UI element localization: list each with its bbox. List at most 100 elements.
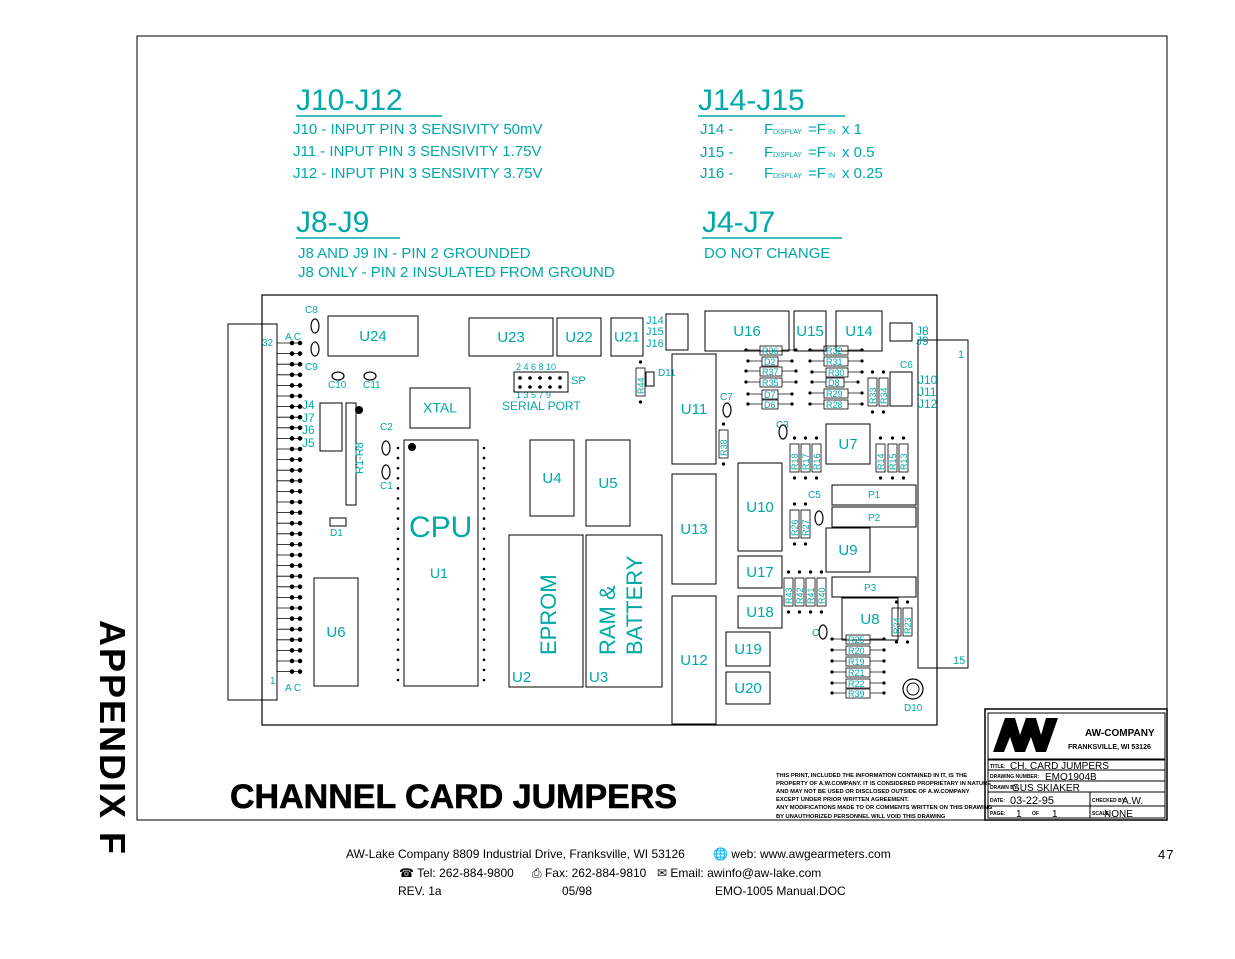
pin-dot [482, 517, 486, 520]
pin-dot [482, 446, 486, 450]
right-conn-pin1-label: 1 [958, 349, 964, 361]
pin-dot [482, 577, 486, 581]
conn-pin [297, 372, 303, 378]
resistor-r16: R16 [811, 436, 822, 480]
conn-pin [289, 340, 295, 346]
conn-label-22: SERIAL PORT [502, 399, 581, 413]
tb-company: AW-COMPANY [1085, 728, 1155, 739]
disclaimer-block: THIS PRINT, INCLUDED THE INFORMATION CON… [776, 773, 993, 820]
svg-text:D6: D6 [764, 400, 776, 410]
conn-pin [289, 499, 295, 505]
conn-pin [297, 552, 303, 558]
pot-p3 [831, 576, 917, 598]
resistor-r40: R40 [816, 570, 827, 614]
svg-text:U20: U20 [734, 680, 762, 697]
header-pin [558, 385, 562, 389]
pin-dot [396, 497, 400, 500]
svg-text:R20: R20 [848, 646, 865, 656]
fax-icon: ⎙ [532, 866, 542, 880]
header-pin [518, 376, 522, 380]
chip-u8: U8 [841, 597, 899, 641]
pin-dot [482, 567, 486, 571]
conn-pin [289, 573, 295, 579]
footer-web[interactable]: 🌐 web: www.awgearmeters.com [713, 847, 891, 861]
svg-text:R31: R31 [826, 357, 843, 367]
pot-p1 [831, 484, 917, 506]
svg-text:XTAL: XTAL [423, 400, 457, 416]
chip-u7: U7 [825, 423, 871, 465]
chip-u6: U6 [313, 577, 359, 687]
capacitor [814, 510, 824, 526]
j8-only-note: J8 ONLY - PIN 2 INSULATED FROM GROUND [298, 264, 615, 281]
capacitor [778, 424, 788, 440]
diode-d1 [329, 517, 347, 527]
conn-pin [297, 436, 303, 441]
resistor-r20: R20 [830, 645, 886, 656]
j11-label: J11 [918, 385, 937, 399]
pin-dot [482, 608, 486, 611]
tb-scale-label: SCALE: [1092, 811, 1111, 817]
resistor-r21: R21 [830, 667, 886, 678]
chip-u16: U16 [704, 310, 790, 352]
jumper-block-j14-j16 [665, 313, 689, 351]
resistor-r41: R41 [805, 570, 816, 614]
svg-text:R33: R33 [868, 387, 878, 404]
resistor-r39: R39 [830, 688, 886, 699]
pin-dot [482, 487, 486, 490]
conn-label-21: SP [571, 375, 586, 387]
pin-dot [482, 668, 486, 672]
resistor-r36: R36 [744, 345, 798, 356]
conn-pin [289, 531, 295, 537]
conn-pin [289, 542, 295, 547]
conn-label-10: J16 [646, 338, 664, 350]
conn-pin [297, 626, 303, 632]
conn-label-20: P3 [864, 583, 877, 594]
svg-text:DISPLAY: DISPLAY [773, 173, 802, 180]
chip-u4: U4 [529, 439, 575, 517]
tb-location: FRANKSVILLE, WI 53126 [1068, 744, 1151, 751]
svg-text:U24: U24 [359, 328, 387, 345]
header-pin [528, 385, 532, 389]
j16-note: J16 - F DISPLAY =F IN x 0.25 [700, 165, 883, 182]
chip-xtal: XTAL [409, 387, 471, 429]
diode-d11 [645, 371, 655, 387]
capacitor [310, 341, 320, 357]
j11-note: J11 - INPUT PIN 3 SENSIVITY 1.75V [293, 143, 541, 160]
svg-text:x 0.25: x 0.25 [842, 165, 883, 182]
header-pin [548, 385, 552, 389]
svg-text:R40: R40 [817, 587, 827, 604]
svg-text:R37: R37 [762, 367, 779, 377]
svg-text:U23: U23 [497, 329, 525, 346]
conn-label-4: J4 [302, 398, 315, 412]
conn-pin [289, 436, 295, 441]
conn-pin [297, 404, 303, 409]
jumper-block-j10-j12 [889, 371, 913, 407]
svg-text:BY UNAUTHORIZED PERSONNEL W: BY UNAUTHORIZED PERSONNEL WILL VOID THIS… [776, 814, 946, 820]
capacitor [363, 371, 377, 381]
capacitor [331, 371, 345, 381]
svg-text:RAM &: RAM & [595, 585, 620, 655]
conn-label-7: J5 [302, 436, 315, 450]
tb-date: 03-22-95 [1010, 795, 1054, 807]
conn-pin [289, 637, 295, 643]
svg-text:R13: R13 [899, 453, 909, 470]
jumper-block-j4-j7 [319, 402, 343, 452]
svg-text:R34: R34 [879, 387, 889, 404]
footer-email[interactable]: ✉ Email: awinfo@aw-lake.com [657, 866, 821, 880]
globe-icon: 🌐 [713, 847, 728, 861]
svg-text:R23: R23 [903, 617, 913, 634]
conn-pin [297, 467, 303, 473]
led-d10-inner [906, 682, 920, 696]
conn-pin [297, 499, 303, 505]
resistor-r14: R14 [875, 436, 886, 480]
resistor-d6: D6 [746, 399, 794, 410]
conn-pin [297, 669, 303, 674]
svg-text:U16: U16 [733, 323, 761, 340]
drawing-frame [136, 35, 1168, 821]
phone-icon: ☎ [399, 866, 414, 880]
pin-dot [396, 527, 400, 530]
svg-text:D8: D8 [828, 378, 840, 388]
conn-pin [297, 340, 303, 346]
